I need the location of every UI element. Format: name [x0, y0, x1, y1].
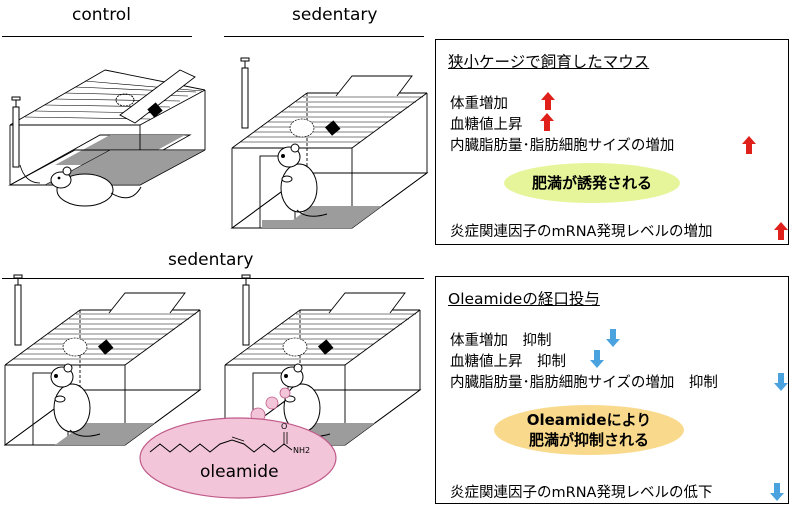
control-header-rule [2, 36, 192, 37]
arrow-up-icon [540, 113, 554, 131]
sedentary-header-top: sedentary [292, 5, 378, 25]
control-header: control [72, 5, 131, 25]
arrow-down-icon [770, 483, 784, 501]
obesity-induced-text: 肥満が誘発される [531, 174, 652, 192]
obesity-suppressed-text-1: Oleamideにより [526, 411, 652, 429]
box-top-line-3: 内臓脂肪量･脂肪細胞サイズの増加 [450, 138, 675, 154]
oleamide-structure [149, 439, 293, 453]
sedentary-header-bottom-rule [2, 278, 424, 279]
arrow-up-icon [742, 136, 756, 154]
arrow-down-icon [774, 373, 788, 391]
arrow-down-icon [590, 350, 604, 368]
arrow-up-icon [774, 222, 788, 240]
box-bottom-title: Oleamideの経口投与 [448, 290, 600, 308]
box-top-title: 狭小ケージで飼育したマウス [448, 53, 650, 71]
box-top-line-1: 体重増加 [450, 96, 508, 112]
oleamide-bubble [139, 417, 337, 499]
box-bottom-line-1: 体重増加 抑制 [450, 333, 552, 349]
oleamide-nh2-label: NH2 [293, 446, 311, 455]
sedentary-header-bottom: sedentary [168, 250, 254, 270]
obesity-suppressed-text-2: 肥満が抑制される [528, 431, 649, 449]
oleamide-results-box: Oleamideの経口投与 体重増加 抑制 血糖値上昇 抑制 内臓脂肪量･脂肪細… [435, 276, 789, 504]
arrow-down-icon [606, 329, 620, 347]
oleamide-label: oleamide [200, 462, 279, 482]
cramped-cage-results-box: 狭小ケージで飼育したマウス 体重増加 血糖値上昇 内臓脂肪量･脂肪細胞サイズの増… [435, 39, 789, 245]
obesity-induced-pill: 肥満が誘発される [504, 163, 680, 203]
box-bottom-line-2: 血糖値上昇 抑制 [450, 354, 566, 370]
box-top-line-2: 血糖値上昇 [450, 117, 523, 133]
box-bottom-last-line: 炎症関連因子のmRNA発現レベルの低下 [450, 485, 713, 501]
oleamide-o-label: O [281, 422, 288, 431]
arrow-up-icon [541, 92, 555, 110]
obesity-suppressed-pill: Oleamideにより 肥満が抑制される [494, 405, 684, 455]
box-bottom-line-3: 内臓脂肪量･脂肪細胞サイズの増加 抑制 [450, 375, 718, 391]
box-top-last-line: 炎症関連因子のmRNA発現レベルの増加 [450, 224, 713, 240]
sedentary-header-top-rule [224, 36, 424, 37]
